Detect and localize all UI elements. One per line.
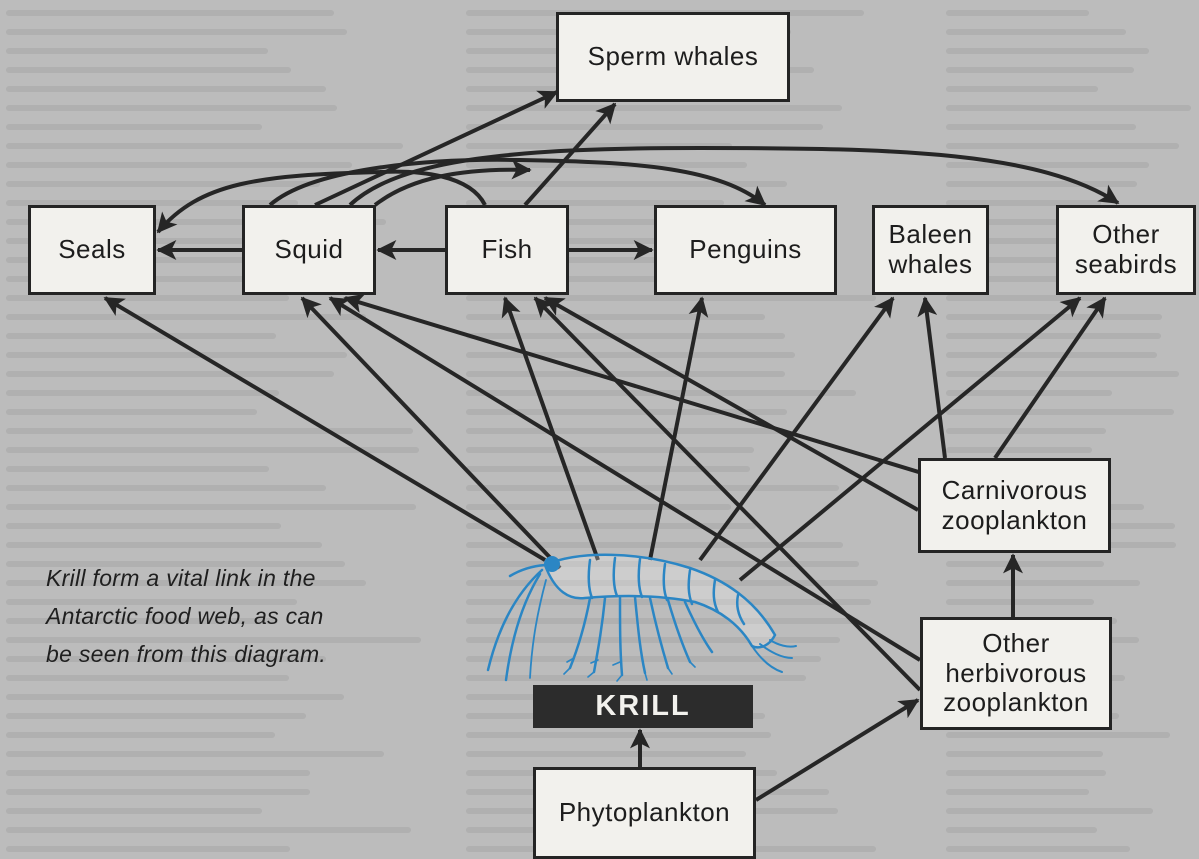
- node-baleen-whales: Baleen whales: [872, 205, 989, 295]
- arrow-krill-to-baleen: [700, 298, 893, 560]
- node-other-seabirds: Other seabirds: [1056, 205, 1196, 295]
- arrow-fish-to-squid-top-curve: [375, 170, 530, 205]
- caption-line-1: Krill form a vital link in the: [46, 565, 316, 592]
- node-squid: Squid: [242, 205, 376, 295]
- arrow-squid-to-seabirds-curve: [350, 148, 1118, 205]
- arrow-squid-to-penguins-curve: [270, 160, 765, 205]
- arrow-squid-to-sperm: [315, 92, 557, 205]
- arrow-carn-to-fish: [545, 298, 918, 510]
- krill-illustration: [470, 540, 800, 700]
- arrow-phyto-to-herb: [756, 700, 918, 800]
- node-seals: Seals: [28, 205, 156, 295]
- arrow-carn-to-baleen: [925, 298, 945, 458]
- node-sperm-whales: Sperm whales: [556, 12, 790, 102]
- node-other-herbivorous-zooplankton: Other herbivorous zooplankton: [920, 617, 1112, 730]
- arrow-carn-to-squid: [345, 298, 945, 480]
- arrow-krill-to-fish: [505, 298, 598, 560]
- node-carnivorous-zooplankton: Carnivorous zooplankton: [918, 458, 1111, 553]
- node-phytoplankton: Phytoplankton: [533, 767, 756, 859]
- node-fish: Fish: [445, 205, 569, 295]
- node-penguins: Penguins: [654, 205, 837, 295]
- caption-line-3: be seen from this diagram.: [46, 641, 326, 668]
- caption-line-2: Antarctic food web, as can: [46, 603, 324, 630]
